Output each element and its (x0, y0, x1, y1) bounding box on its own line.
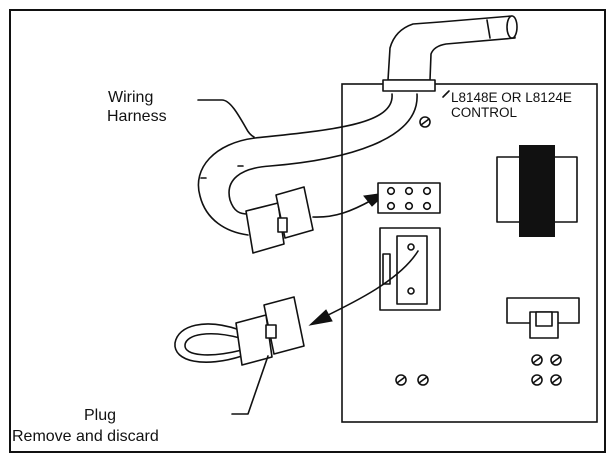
control-label-line2: CONTROL (451, 105, 517, 120)
control-leader (442, 90, 450, 98)
plug-label-line1: Plug (84, 407, 116, 424)
control-label-line1: L8148E OR L8124E (451, 90, 572, 105)
transformer (496, 145, 578, 237)
plug-label-line2: Remove and discard (12, 428, 159, 445)
wiring-label-line1: Wiring (108, 89, 153, 106)
plug-arrow (308, 250, 419, 326)
terminal-block (377, 182, 441, 214)
wiring-label-line2: Harness (107, 108, 167, 125)
harness-connector (245, 186, 314, 254)
jumper-plug (174, 296, 305, 366)
right-bracket (506, 297, 580, 339)
screws (395, 116, 562, 386)
plug-leader (231, 355, 269, 415)
wiring-harness (197, 93, 418, 236)
relay-socket (379, 227, 441, 311)
wiring-leader (197, 99, 255, 138)
cable (382, 15, 518, 92)
